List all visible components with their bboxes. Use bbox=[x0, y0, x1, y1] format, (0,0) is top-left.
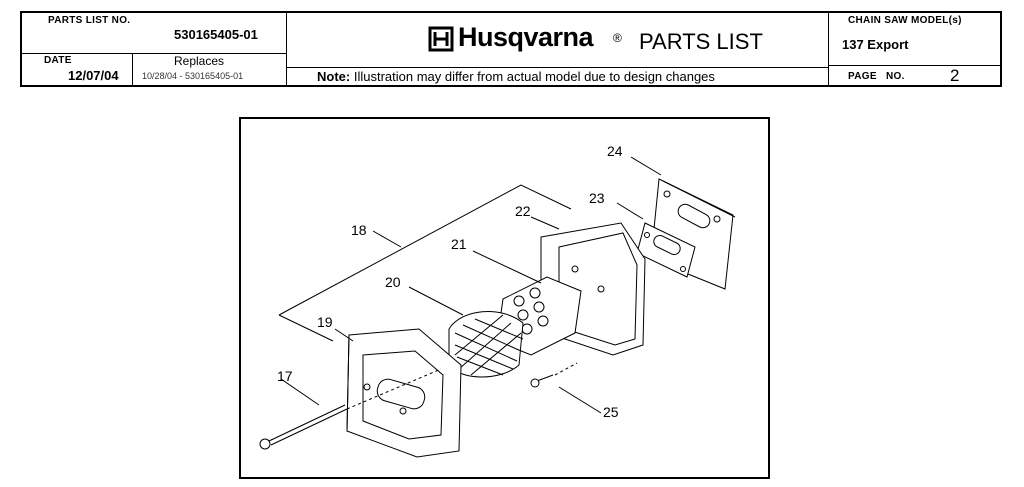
date-value: 12/07/04 bbox=[68, 68, 119, 83]
divider bbox=[286, 13, 287, 85]
divider bbox=[286, 67, 828, 68]
note-label: Note: bbox=[317, 69, 351, 84]
parts-list-no-label: PARTS LIST NO. bbox=[48, 15, 131, 26]
callout-24: 24 bbox=[607, 143, 623, 159]
callout-18: 18 bbox=[351, 222, 367, 238]
parts-list-header: PARTS LIST NO. 530165405-01 DATE 12/07/0… bbox=[20, 11, 1002, 87]
husqvarna-logo-icon bbox=[426, 24, 456, 54]
callout-25: 25 bbox=[603, 404, 619, 420]
registered-mark: ® bbox=[613, 31, 622, 45]
callout-22: 22 bbox=[515, 203, 531, 219]
callout-21: 21 bbox=[451, 236, 467, 252]
page-number: 2 bbox=[950, 66, 960, 85]
muffler-exploded-view: 17 18 19 20 21 22 23 24 25 bbox=[259, 143, 736, 458]
part-23-gasket bbox=[636, 222, 696, 278]
date-label: DATE bbox=[44, 55, 72, 66]
divider bbox=[828, 65, 1002, 66]
callout-23: 23 bbox=[589, 190, 605, 206]
parts-list-number: 530165405-01 bbox=[174, 27, 258, 42]
group-bracket bbox=[278, 184, 572, 316]
page-label: PAGE bbox=[848, 71, 877, 82]
page-title: PARTS LIST bbox=[639, 29, 763, 54]
divider bbox=[132, 53, 133, 85]
brand-name: Husqvarna bbox=[458, 22, 594, 52]
model-value: 137 Export bbox=[842, 37, 909, 52]
replaces-value: 10/28/04 - 530165405-01 bbox=[142, 71, 244, 81]
part-19-cover bbox=[346, 328, 462, 458]
parts-diagram: 17 18 19 20 21 22 23 24 25 bbox=[239, 117, 770, 479]
part-25-screw bbox=[536, 374, 554, 382]
divider bbox=[22, 53, 286, 54]
model-label: CHAIN SAW MODEL(s) bbox=[848, 15, 962, 26]
callout-19: 19 bbox=[317, 314, 333, 330]
note: Note: Illustration may differ from actua… bbox=[317, 69, 715, 84]
group-bracket-end bbox=[278, 314, 334, 342]
part-17-screw bbox=[268, 404, 346, 442]
callout-17: 17 bbox=[277, 368, 293, 384]
page-no-label: NO. bbox=[886, 71, 905, 82]
callout-20: 20 bbox=[385, 274, 401, 290]
divider bbox=[828, 13, 829, 85]
replaces-label: Replaces bbox=[174, 54, 225, 68]
note-text: Illustration may differ from actual mode… bbox=[353, 69, 715, 84]
